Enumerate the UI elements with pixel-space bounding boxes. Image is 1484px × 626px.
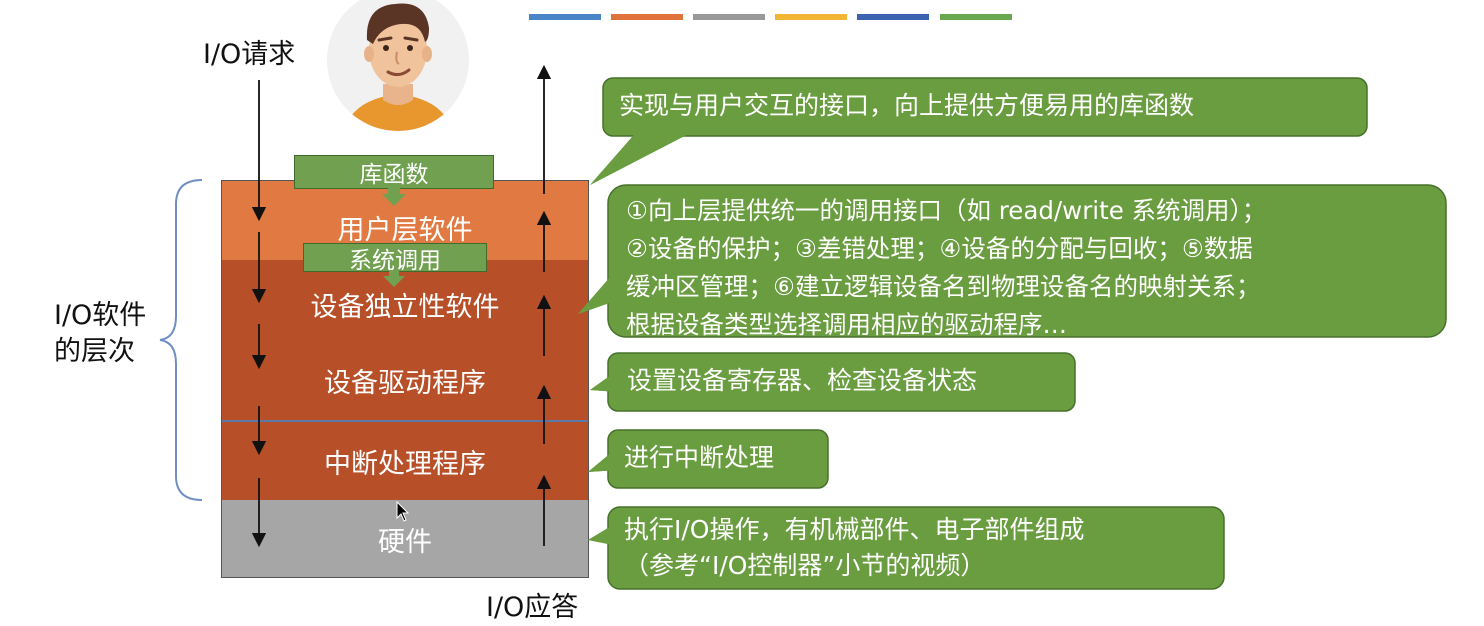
title-bar-2 xyxy=(611,14,683,20)
title-bar-4 xyxy=(775,14,847,20)
library-function-tag: 库函数 xyxy=(294,155,494,189)
callout-interrupt-text: 进行中断处理 xyxy=(624,442,774,473)
io-response-label: I/O应答 xyxy=(486,592,579,623)
system-call-tag: 系统调用 xyxy=(303,243,487,274)
layers-brace xyxy=(159,179,203,501)
io-request-label: I/O请求 xyxy=(203,39,296,70)
callout-device-independent-line-3: 缓冲区管理；⑥建立逻辑设备名到物理设备名的映射关系； xyxy=(626,272,1261,301)
callout-device-independent-pointer-cover xyxy=(578,268,618,314)
callout-interrupt-pointer-cover xyxy=(588,447,618,472)
layer-device-independent-software: 设备独立性软件 xyxy=(221,260,589,340)
callout-driver-pointer-cover xyxy=(590,370,618,392)
layer-interrupt-handler-label: 中断处理程序 xyxy=(324,448,486,480)
callout-hardware-pointer-cover xyxy=(588,522,618,546)
callout-driver-line-1: 设置设备寄存器、检查设备状态 xyxy=(627,366,978,395)
software-layers-label-line1: I/O软件 xyxy=(54,300,147,331)
callout-hardware-line-1: 执行I/O操作，有机械部件、电子部件组成 xyxy=(624,515,1085,544)
title-bar-1 xyxy=(529,14,601,20)
callout-user-layer-line-1: 实现与用户交互的接口，向上提供方便易用的库函数 xyxy=(619,91,1195,120)
callout-user-layer-text: 实现与用户交互的接口，向上提供方便易用的库函数 xyxy=(619,90,1194,121)
layer-device-driver-label: 设备驱动程序 xyxy=(324,367,486,399)
layer-device-independent-label: 设备独立性软件 xyxy=(310,291,500,323)
layer-user-software: 用户层软件 xyxy=(221,180,589,260)
callout-device-independent-line-1: ①向上层提供统一的调用接口（如 read/write 系统调用）； xyxy=(626,196,1267,225)
layer-device-driver: 设备驱动程序 xyxy=(221,340,589,420)
callout-driver-text: 设置设备寄存器、检查设备状态 xyxy=(627,365,977,396)
callout-hardware-box xyxy=(607,506,1225,590)
layer-interrupt-handler: 中断处理程序 xyxy=(221,420,589,500)
callout-device-independent-line-4: 根据设备类型选择调用相应的驱动程序… xyxy=(626,310,1067,339)
library-tag-arrow xyxy=(382,188,406,206)
user-avatar xyxy=(327,0,469,131)
callout-user-layer-pointer-cover xyxy=(590,128,700,185)
software-layers-label: I/O软件 的层次 xyxy=(54,298,146,370)
layer-user-software-label: 用户层软件 xyxy=(337,214,473,246)
software-layers-label-line2: 的层次 xyxy=(54,336,135,367)
callout-device-independent-line-2: ②设备的保护；③差错处理；④设备的分配与回收；⑤数据 xyxy=(626,234,1253,263)
mouse-cursor-icon xyxy=(396,501,410,522)
callout-hardware-line-2: （参考“I/O控制器”小节的视频） xyxy=(624,551,986,580)
callout-user-layer-box xyxy=(602,77,1368,137)
callout-device-independent-text: ①向上层提供统一的调用接口（如 read/write 系统调用）； ②设备的保护… xyxy=(626,192,1266,344)
callout-hardware-text: 执行I/O操作，有机械部件、电子部件组成 （参考“I/O控制器”小节的视频） xyxy=(624,512,1084,584)
layer-hardware-label: 硬件 xyxy=(378,526,432,558)
callout-device-independent-box xyxy=(607,184,1447,338)
callout-interrupt-line-1: 进行中断处理 xyxy=(624,443,775,472)
system-call-tag-arrow xyxy=(383,271,405,287)
title-bar-5 xyxy=(857,14,929,20)
title-bar-3 xyxy=(693,14,765,20)
title-bar-6 xyxy=(940,14,1012,20)
